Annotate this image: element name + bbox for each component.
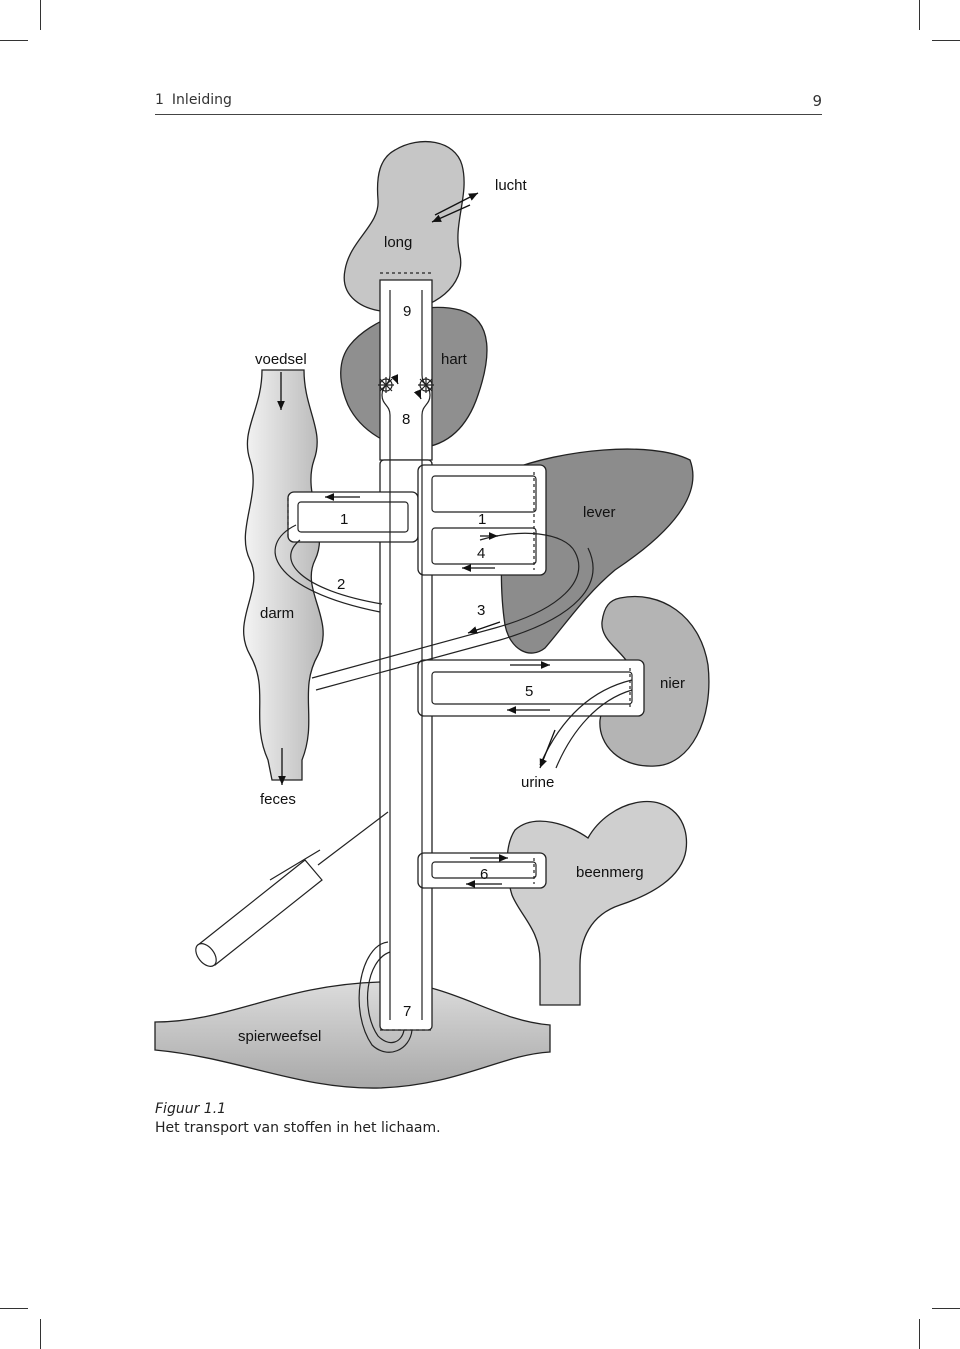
kidney-organ xyxy=(599,596,710,767)
number-4: 4 xyxy=(477,545,485,562)
label-urine: urine xyxy=(521,774,554,791)
page-number: 9 xyxy=(812,92,822,110)
number-2: 2 xyxy=(337,576,345,593)
label-beenmerg: beenmerg xyxy=(576,864,644,881)
figure-caption: Figuur 1.1 Het transport van stoffen in … xyxy=(155,1100,441,1138)
crop-mark xyxy=(0,40,28,41)
number-8: 8 xyxy=(402,411,410,428)
label-darm: darm xyxy=(260,605,294,622)
chapter-title: Inleiding xyxy=(171,92,232,108)
crop-mark xyxy=(932,40,960,41)
liver-organ xyxy=(500,448,694,654)
crop-mark xyxy=(919,0,920,30)
crop-mark xyxy=(919,1319,920,1349)
number-9: 9 xyxy=(403,303,411,320)
running-head: 1 Inleiding 9 xyxy=(155,88,822,115)
bone-organ xyxy=(506,800,688,1006)
label-hart: hart xyxy=(441,351,468,368)
number-7: 7 xyxy=(403,1003,411,1020)
label-nier: nier xyxy=(660,675,685,692)
number-5: 5 xyxy=(525,683,533,700)
crop-mark xyxy=(932,1308,960,1309)
chapter-number: 1 xyxy=(155,92,164,108)
number-1-right: 1 xyxy=(478,511,486,528)
crop-mark xyxy=(40,1319,41,1349)
label-lucht: lucht xyxy=(495,177,528,194)
crop-mark xyxy=(0,1308,28,1309)
label-long: long xyxy=(384,234,412,251)
crop-mark xyxy=(40,0,41,30)
label-spierweefsel: spierweefsel xyxy=(238,1028,321,1045)
number-1-left: 1 xyxy=(340,511,348,528)
gut-organ xyxy=(243,369,324,781)
valve-icon xyxy=(378,377,434,393)
figure-caption-text: Het transport van stoffen in het lichaam… xyxy=(155,1120,441,1136)
number-3: 3 xyxy=(477,602,485,619)
number-6: 6 xyxy=(480,866,488,883)
chapter-heading: 1 Inleiding xyxy=(155,92,232,108)
syringe-icon xyxy=(195,811,389,967)
label-lever: lever xyxy=(583,504,616,521)
figure-label: Figuur 1.1 xyxy=(155,1101,227,1117)
label-voedsel: voedsel xyxy=(255,351,307,368)
muscle-organ xyxy=(154,981,551,1089)
label-feces: feces xyxy=(260,791,296,808)
